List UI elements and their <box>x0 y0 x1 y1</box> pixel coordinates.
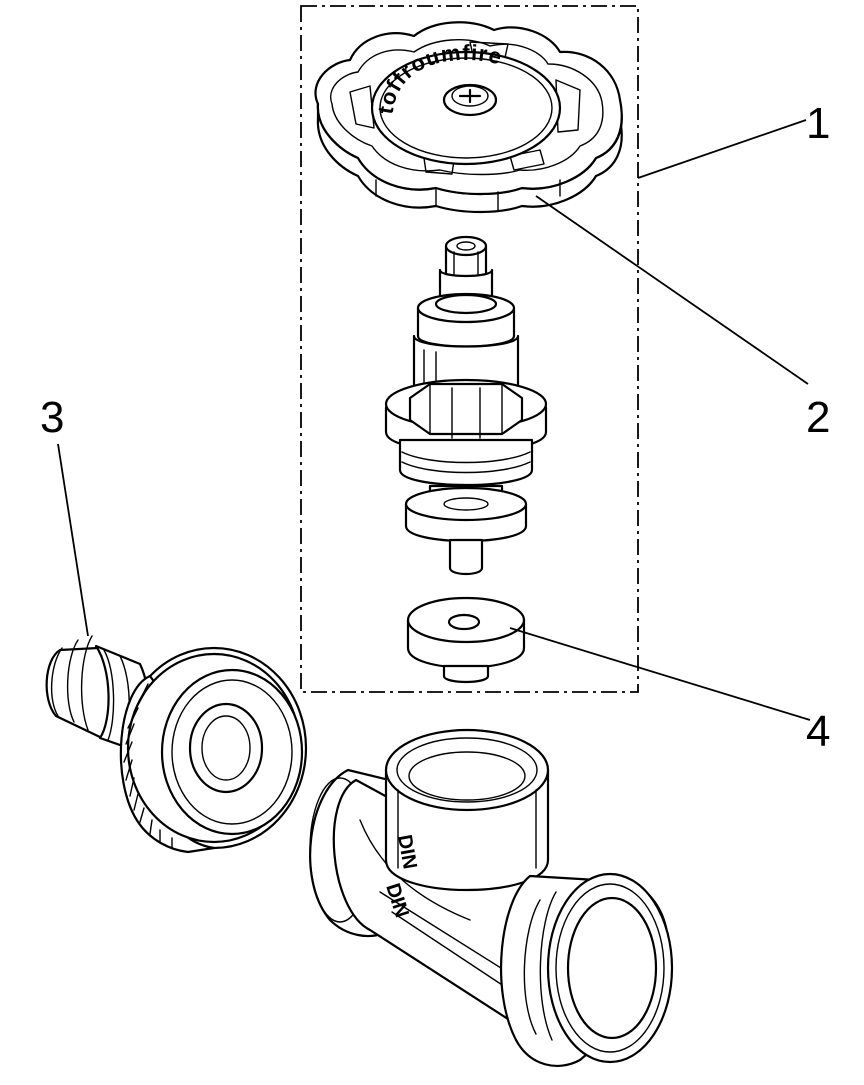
callout-4: 4 <box>806 707 830 756</box>
leader-line-4 <box>509 627 811 721</box>
assembly-group-frame <box>300 5 639 693</box>
leader-line-2 <box>535 195 809 385</box>
valve-washer <box>406 596 526 684</box>
callout-1: 1 <box>806 99 830 148</box>
hose-connector <box>45 635 308 854</box>
handwheel: toffroumfire <box>314 21 623 214</box>
leader-line-3 <box>57 443 89 637</box>
tee-body: DIN DIN <box>309 728 674 1067</box>
valve-headpart <box>384 235 548 576</box>
callout-2: 2 <box>806 393 830 442</box>
callout-3: 3 <box>40 393 64 442</box>
leader-line-1 <box>637 119 807 179</box>
